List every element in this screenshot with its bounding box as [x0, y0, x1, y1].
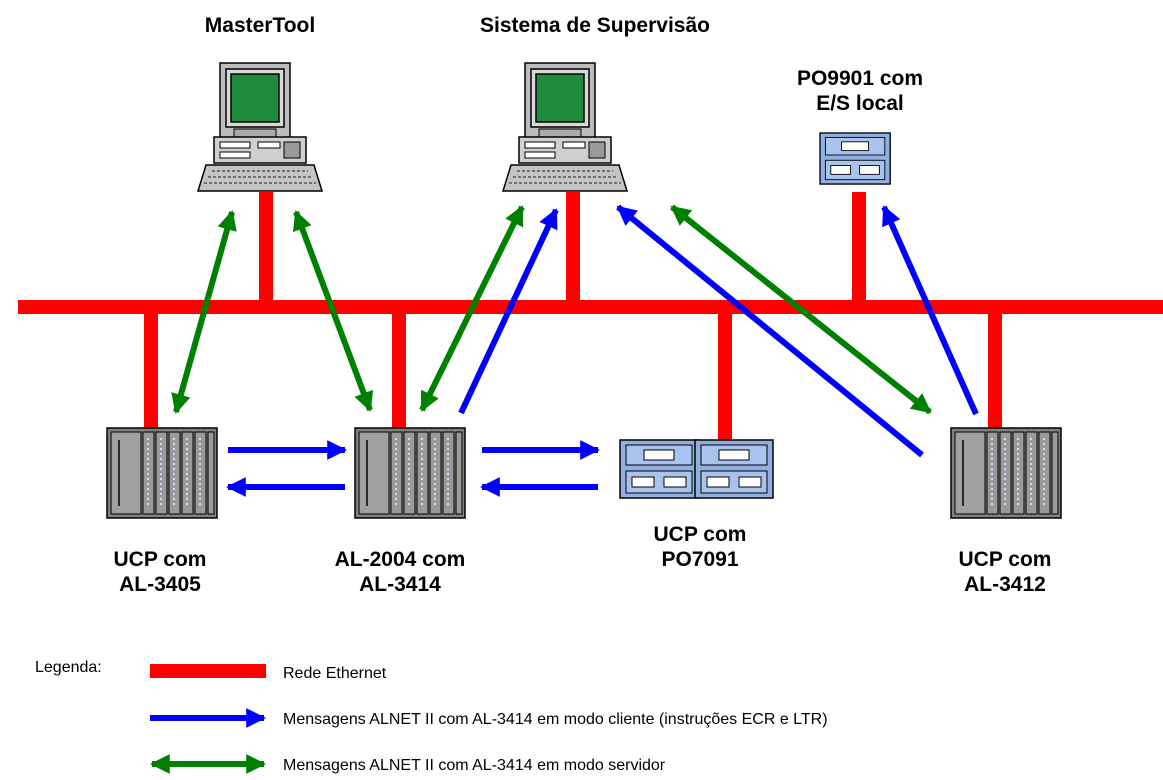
- legend-client-label: Mensagens ALNET II com AL-3414 em modo c…: [283, 711, 828, 728]
- label-ucp3405-line2: AL-3405: [119, 573, 201, 596]
- label-po9901-line2: E/S local: [816, 92, 904, 115]
- client-mode-arrows: [226, 204, 979, 497]
- green-arrow-supervisao-al2004: [419, 205, 525, 412]
- al2004-plc-icon: [354, 427, 466, 519]
- blue-arrow-ucp3412-po9901: [881, 205, 979, 416]
- label-ucp-po7091-line1: UCP com: [653, 523, 747, 546]
- green-arrow-mastertool-ucp3405: [171, 210, 237, 414]
- po9901-module-icon: [819, 132, 891, 185]
- blue-arrow-ucp3412-supervisao: [616, 204, 924, 458]
- legend-ethernet-swatch: [150, 664, 266, 678]
- blue-arrow-al2004-supervisao: [458, 208, 559, 415]
- drop-al2004: [392, 310, 406, 430]
- server-mode-arrows: [171, 204, 932, 415]
- label-mastertool: MasterTool: [204, 14, 316, 37]
- drop-po7091: [718, 310, 732, 442]
- mastertool-computer-icon: [197, 62, 323, 192]
- label-ucp-po7091: UCP com PO7091: [600, 522, 800, 572]
- label-ucp-po7091-line2: PO7091: [661, 548, 739, 571]
- supervisao-computer-icon: [502, 62, 628, 192]
- label-al2004-line1: AL-2004 com: [334, 548, 466, 571]
- green-arrow-supervisao-ucp3412: [670, 204, 932, 415]
- drop-mastertool: [259, 192, 273, 304]
- legend-server-label: Mensagens ALNET II com AL-3414 em modo s…: [283, 757, 666, 774]
- drop-ucp3412: [988, 310, 1002, 430]
- label-ucp3412: UCP com AL-3412: [905, 547, 1105, 597]
- label-po9901: PO9901 com E/S local: [760, 66, 960, 116]
- po7091-module-icon: [619, 439, 774, 499]
- legend-title: Legenda:: [35, 659, 102, 676]
- legend-ethernet-label: Rede Ethernet: [283, 665, 387, 682]
- label-al2004-line2: AL-3414: [359, 573, 441, 596]
- ucp3405-plc-icon: [106, 427, 218, 519]
- label-al2004: AL-2004 com AL-3414: [300, 547, 500, 597]
- drop-po9901: [852, 192, 866, 304]
- label-ucp3405-line1: UCP com: [113, 548, 207, 571]
- ethernet-network: [18, 192, 1163, 442]
- ucp3412-plc-icon: [950, 427, 1062, 519]
- label-po9901-line1: PO9901 com: [796, 67, 924, 90]
- label-ucp3412-line2: AL-3412: [964, 573, 1046, 596]
- label-ucp3412-line1: UCP com: [958, 548, 1052, 571]
- label-ucp3405: UCP com AL-3405: [60, 547, 260, 597]
- green-arrow-mastertool-al2004: [292, 210, 374, 412]
- label-supervisao: Sistema de Supervisão: [480, 14, 710, 37]
- drop-ucp3405: [144, 310, 158, 430]
- drop-supervisao: [566, 192, 580, 304]
